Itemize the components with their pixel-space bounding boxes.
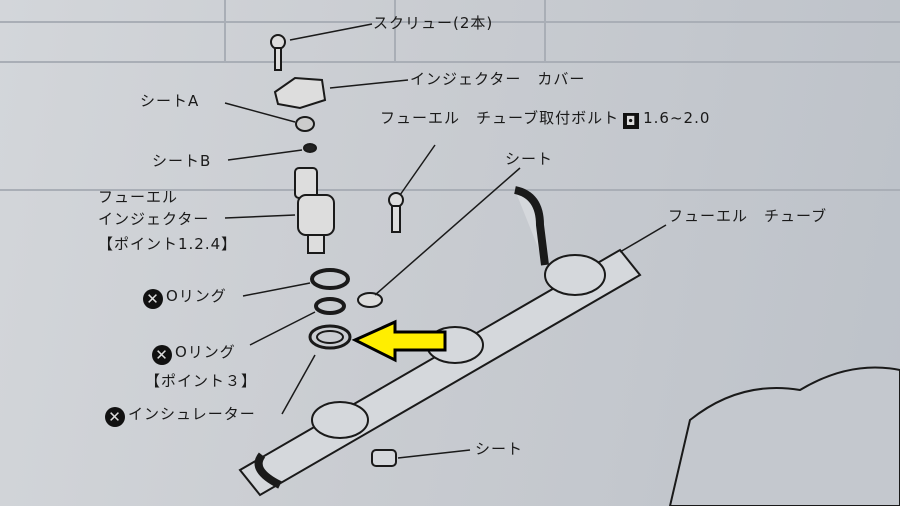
injector-cover-part xyxy=(273,76,327,110)
insulator-part xyxy=(308,324,352,350)
seat-upper-part xyxy=(357,292,383,308)
o-ring-1-text: Oリング xyxy=(166,287,227,305)
seat-a-part xyxy=(295,116,315,132)
label-injector-cover: インジェクター カバー xyxy=(410,70,586,88)
label-o-ring-2-point: 【ポイント３】 xyxy=(145,372,258,390)
label-fuel-injector-1: フューエル xyxy=(98,188,179,206)
label-seat-b: シートB xyxy=(152,152,212,170)
fuel-rail-part xyxy=(238,186,642,497)
label-fuel-injector-2: インジェクター xyxy=(98,210,210,228)
x-circle-icon: ✕ xyxy=(152,345,172,365)
wrench-torque-icon: ◘ xyxy=(623,113,640,129)
leader-lines xyxy=(224,23,667,459)
label-insulator: ✕インシュレーター xyxy=(105,405,256,427)
x-circle-icon: ✕ xyxy=(105,407,125,427)
insulator-text: インシュレーター xyxy=(128,405,256,423)
label-o-ring-1: ✕Oリング xyxy=(143,287,227,309)
background-table xyxy=(0,0,900,191)
label-o-ring-2: ✕Oリング xyxy=(152,343,236,365)
o-ring-2-part xyxy=(314,297,346,315)
seat-b-part xyxy=(303,143,317,153)
fuel-injector-part xyxy=(294,167,335,254)
fuel-tube-bolt-part xyxy=(388,192,404,233)
label-fuel-tube: フューエル チューブ xyxy=(668,207,828,225)
label-seat-a: シートA xyxy=(140,92,200,110)
screw-part xyxy=(270,34,286,71)
intake-manifold xyxy=(668,366,900,506)
x-circle-icon: ✕ xyxy=(143,289,163,309)
highlight-arrow xyxy=(351,319,447,363)
label-fuel-tube-bolt: フューエル チューブ取付ボルト◘1.6~2.0 xyxy=(380,109,710,129)
o-ring-2-text: Oリング xyxy=(175,343,236,361)
torque-value: 1.6~2.0 xyxy=(643,109,711,127)
label-screw: スクリュー(2本) xyxy=(373,14,494,32)
label-seat-lower: シート xyxy=(475,440,524,458)
fuel-tube-bolt-text: フューエル チューブ取付ボルト xyxy=(380,109,620,127)
label-fuel-injector-point: 【ポイント1.2.4】 xyxy=(98,235,238,253)
label-seat-upper: シート xyxy=(505,150,554,168)
o-ring-1-part xyxy=(310,268,350,290)
